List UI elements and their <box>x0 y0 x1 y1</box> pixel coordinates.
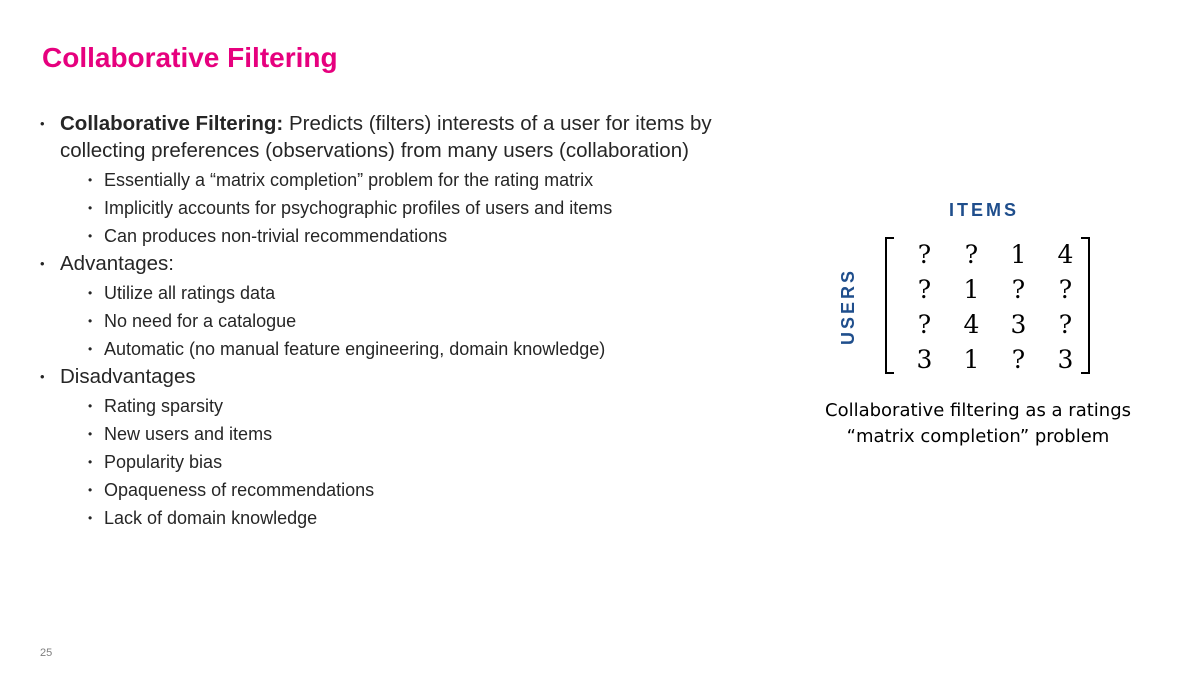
matrix-cell: ? <box>1011 345 1026 374</box>
matrix-cell: 3 <box>916 345 933 374</box>
items-axis-label: ITEMS <box>949 200 1020 220</box>
caption-line: Collaborative filtering as a ratings <box>825 400 1131 421</box>
matrix-cell: ? <box>964 240 979 269</box>
matrix-cell: 3 <box>1010 310 1027 339</box>
bullet-text: Predicts (filters) interests of a user f… <box>60 112 712 162</box>
bullet-list: Collaborative Filtering: Predicts (filte… <box>40 110 760 532</box>
sub-bullet: Automatic (no manual feature engineering… <box>40 335 760 363</box>
matrix-grid: ? ? 1 4 ? 1 ? ? ? 4 3 ? 3 1 ? 3 <box>901 237 1087 377</box>
matrix-cell: 1 <box>1010 240 1027 269</box>
sub-bullet: Opaqueness of recommendations <box>40 476 760 504</box>
sub-bullet: No need for a catalogue <box>40 307 760 335</box>
figure-caption: Collaborative filtering as a ratings “ma… <box>818 398 1138 450</box>
bullet-advantages: Advantages: <box>40 250 760 277</box>
matrix-cell: 4 <box>1057 240 1074 269</box>
matrix-cell: ? <box>917 275 932 304</box>
matrix-cell: ? <box>917 240 932 269</box>
sub-bullet: Utilize all ratings data <box>40 279 760 307</box>
matrix-cell: ? <box>1058 275 1073 304</box>
matrix-cell: 3 <box>1057 345 1074 374</box>
matrix-cell: ? <box>1011 275 1026 304</box>
sub-bullet: Popularity bias <box>40 448 760 476</box>
sub-bullet: Essentially a “matrix completion” proble… <box>40 166 760 194</box>
matrix-cell: 1 <box>963 345 980 374</box>
matrix-cell: 4 <box>963 310 980 339</box>
page-number: 25 <box>40 647 53 659</box>
sub-bullet: Rating sparsity <box>40 392 760 420</box>
matrix-cell: ? <box>917 310 932 339</box>
rating-matrix: ? ? 1 4 ? 1 ? ? ? 4 3 ? 3 1 ? 3 <box>885 237 1090 374</box>
right-bracket <box>1081 237 1090 374</box>
sub-bullet: Can produces non-trivial recommendations <box>40 222 760 250</box>
matrix-cell: 1 <box>963 275 980 304</box>
bullet-disadvantages: Disadvantages <box>40 363 760 390</box>
bullet-bold-term: Collaborative Filtering: <box>60 112 284 135</box>
sub-bullet: Implicitly accounts for psychographic pr… <box>40 194 760 222</box>
left-bracket <box>885 237 894 374</box>
users-axis-label: USERS <box>838 267 858 345</box>
sub-bullet: New users and items <box>40 420 760 448</box>
slide-title: Collaborative Filtering <box>42 42 338 73</box>
bullet-collaborative-filtering: Collaborative Filtering: Predicts (filte… <box>40 110 760 164</box>
caption-line: “matrix completion” problem <box>846 426 1110 447</box>
sub-bullet: Lack of domain knowledge <box>40 504 760 532</box>
matrix-cell: ? <box>1058 310 1073 339</box>
